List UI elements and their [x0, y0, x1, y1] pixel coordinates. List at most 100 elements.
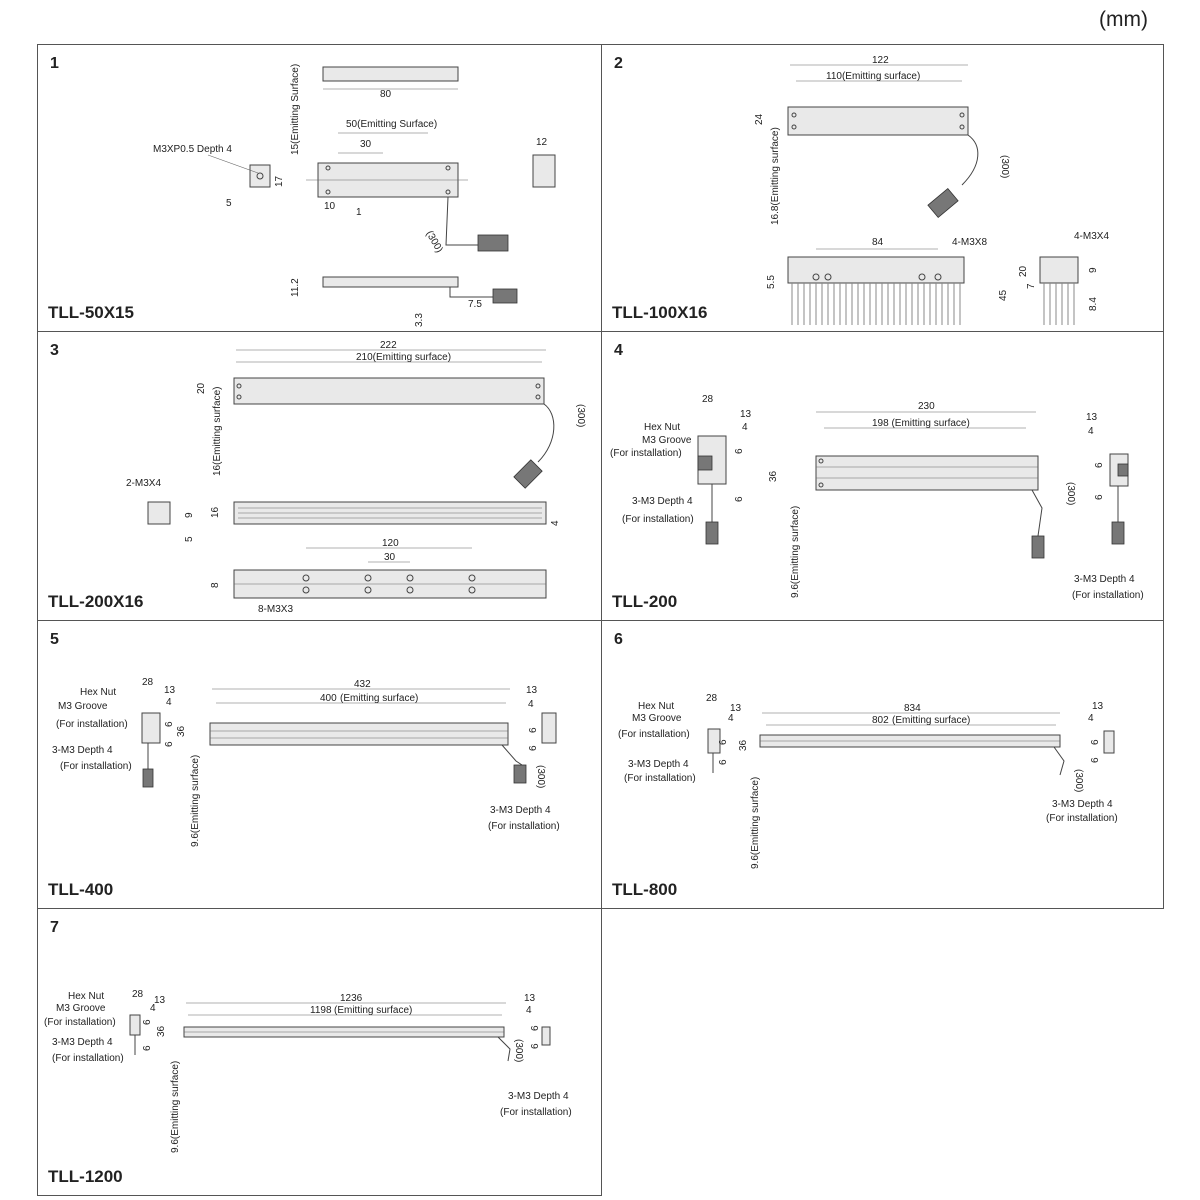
dim-cable: (300)	[513, 1039, 524, 1062]
dim-side-84: 8.4	[1088, 297, 1099, 311]
left-connector	[705, 521, 719, 545]
dim-small-gap: 1	[356, 207, 362, 218]
cable	[1031, 489, 1043, 537]
left-connector	[142, 768, 154, 788]
drawing-tll-400: 28 13 4 Hex Nut M3 Groove (For installat…	[52, 677, 560, 847]
right-end-body	[541, 1026, 551, 1046]
dim-right-4: 4	[526, 1005, 532, 1016]
dim-emit-length: 210(Emitting surface)	[356, 352, 451, 363]
dim-top-width: 80	[380, 89, 392, 100]
depth-left-label: 3-M3 Depth 4	[628, 759, 689, 770]
groove-label: M3 Groove	[58, 701, 108, 712]
for-install-right-label: (For installation)	[488, 821, 560, 832]
dim-left-6b: 6	[164, 741, 175, 747]
dim-emit-height: 9.6(Emitting surface)	[750, 777, 761, 869]
dim-left-6b: 6	[734, 496, 745, 502]
dim-right-13: 13	[524, 993, 536, 1004]
dim-left-4: 4	[150, 1003, 156, 1014]
connector-bottom	[492, 288, 518, 304]
dim-emit-height: 16(Emitting surface)	[212, 387, 223, 476]
dim-left-13: 13	[730, 703, 742, 714]
dim-left-6a: 6	[718, 739, 729, 745]
dim-cable: (300)	[535, 765, 546, 788]
dim-total-length: 230	[918, 401, 935, 412]
groove-label: M3 Groove	[632, 713, 682, 724]
cable	[961, 134, 979, 186]
dim-right-6b: 6	[528, 745, 539, 751]
dim-right-4: 4	[528, 699, 534, 710]
dim-emit-height: 16.8(Emitting surface)	[770, 127, 781, 225]
depth-right-label: 3-M3 Depth 4	[490, 805, 551, 816]
end-view-body	[532, 154, 556, 188]
dim-emit-height: 9.6(Emitting surface)	[170, 1061, 181, 1153]
dim-left-4: 4	[166, 697, 172, 708]
profile-body	[322, 276, 459, 288]
dim-bottom-8: 8	[210, 582, 221, 588]
dim-side-height: 17	[274, 175, 285, 187]
cable	[501, 744, 523, 766]
panel-6: 6 28 13 4 Hex Nut M3 Groove (For install…	[601, 620, 1164, 909]
for-install-left-label: (For installation)	[624, 773, 696, 784]
dim-profile-4: 4	[550, 520, 561, 526]
dim-right-13: 13	[1092, 701, 1104, 712]
model-label: TLL-200	[612, 592, 678, 611]
dim-cable: (300)	[1065, 482, 1076, 505]
dim-connector-offset: 7.5	[468, 299, 482, 310]
holes-side-label: 4-M3X4	[1074, 231, 1109, 242]
dim-emit-height: 9.6(Emitting surface)	[190, 755, 201, 847]
dim-right-6a: 6	[1094, 462, 1105, 468]
dim-left-6b: 6	[142, 1045, 153, 1051]
for-install-label: (For installation)	[56, 719, 128, 730]
dim-total-length: 432	[354, 679, 371, 690]
dim-left-13: 13	[740, 409, 752, 420]
dim-left-6a: 6	[142, 1019, 153, 1025]
drawing-tll-200x16: 222 210(Emitting surface) 20 16(Emitting…	[126, 340, 586, 615]
groove-label: M3 Groove	[56, 1003, 106, 1014]
depth-right-label: 3-M3 Depth 4	[1052, 799, 1113, 810]
dim-emit-height: 15(Emitting Surface)	[290, 64, 301, 155]
panel-number: 2	[614, 55, 623, 72]
dim-emit-num: 1198	[310, 1005, 332, 1016]
for-install-label: (For installation)	[610, 448, 682, 459]
for-install-right-label: (For installation)	[500, 1107, 572, 1118]
dim-emit-height: 9.6(Emitting surface)	[790, 506, 801, 598]
dim-left-6b: 6	[718, 759, 729, 765]
dim-left-4: 4	[728, 713, 734, 724]
panel-7: 7 28 13 4 Hex Nut M3 Groove (For install…	[37, 908, 602, 1196]
dim-mount-offset: 10	[324, 201, 336, 212]
dim-cable: (300)	[575, 404, 586, 427]
side-fins	[1043, 283, 1075, 325]
dim-right-13: 13	[526, 685, 538, 696]
model-label: TLL-200X16	[48, 592, 144, 611]
dim-height: 36	[738, 739, 749, 751]
for-install-left-label: (For installation)	[60, 761, 132, 772]
depth-right-label: 3-M3 Depth 4	[508, 1091, 569, 1102]
panel-2: 2 122 110(Emitting surface) 24 16.8(Emit…	[601, 44, 1164, 332]
model-label: TLL-100X16	[612, 303, 708, 322]
dim-height: 36	[176, 725, 187, 737]
drawing-tll-1200: 28 13 4 Hex Nut M3 Groove (For installat…	[44, 989, 572, 1153]
drawing-tll-100x16: 122 110(Emitting surface) 24 16.8(Emitti…	[754, 55, 1109, 325]
dim-side-5: 5	[184, 536, 195, 542]
dim-spacing: 30	[360, 139, 372, 150]
dim-height: 36	[768, 470, 779, 482]
dim-emit-num: 400	[320, 693, 337, 704]
dim-side-offset: 5	[226, 198, 232, 209]
dim-side-9: 9	[184, 512, 195, 518]
hex-nut-label: Hex Nut	[80, 687, 116, 698]
dim-emit-text: (Emitting surface)	[892, 715, 970, 726]
connector	[927, 187, 959, 219]
dim-profile-16: 16	[210, 506, 221, 518]
left-end-body	[129, 1014, 141, 1036]
dim-right-6b: 6	[1090, 757, 1101, 763]
connector	[513, 764, 527, 784]
panel-number: 3	[50, 342, 59, 359]
dim-right-4: 4	[1088, 426, 1094, 437]
side-view-body	[1039, 256, 1079, 284]
dim-cable: (300)	[999, 155, 1010, 178]
dim-height: 20	[196, 382, 207, 394]
for-install-label: (For installation)	[44, 1017, 116, 1028]
dim-total-length: 122	[872, 55, 889, 66]
groove-label: M3 Groove	[642, 435, 692, 446]
panel-number: 6	[614, 631, 623, 648]
